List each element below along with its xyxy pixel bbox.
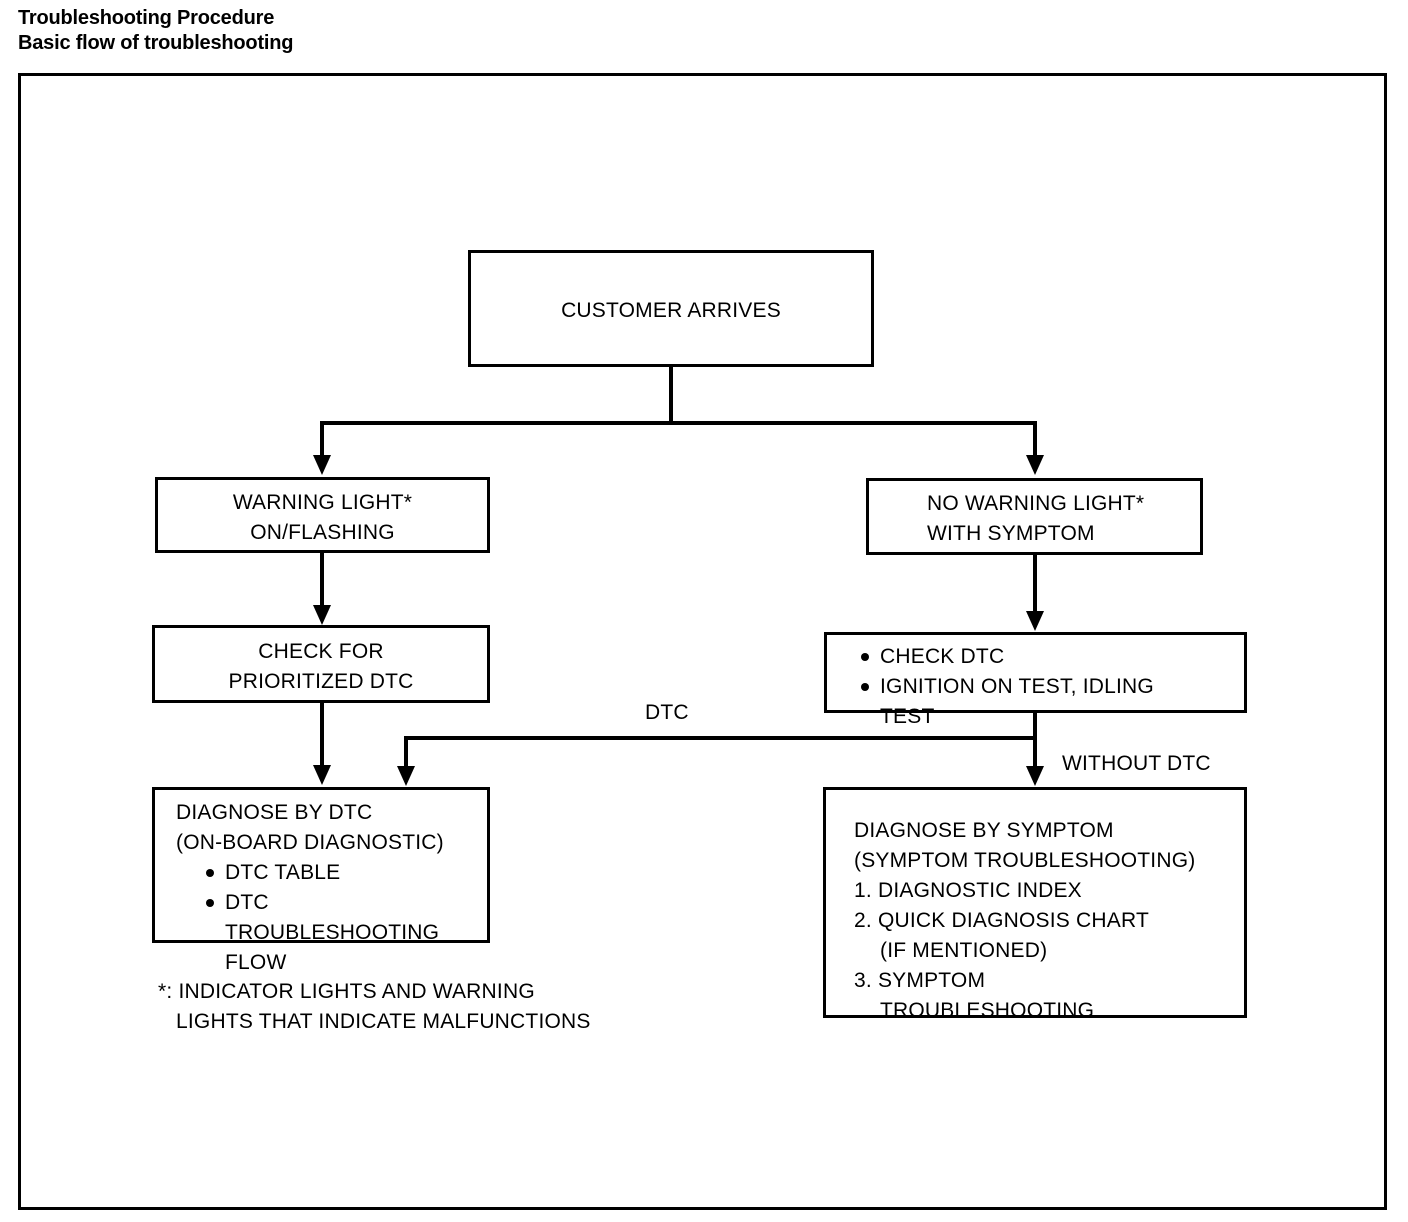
node-customer-arrives-line-1: CUSTOMER ARRIVES bbox=[561, 299, 781, 322]
node-check-prioritized-dtc: CHECK FOR PRIORITIZED DTC bbox=[152, 625, 490, 703]
node-diagnose-by-dtc-bullet-1-text: DTC TABLE bbox=[225, 861, 341, 884]
footnote-line-2: LIGHTS THAT INDICATE MALFUNCTIONS bbox=[176, 1010, 591, 1033]
connector-checkdtc-to-diagnose bbox=[320, 703, 324, 767]
page-title: Troubleshooting Procedure Basic flow of … bbox=[18, 6, 294, 56]
connector-split-left-down bbox=[320, 421, 324, 457]
connector-dtc-branch-horizontal bbox=[404, 736, 1035, 740]
node-no-warning-light: NO WARNING LIGHT* WITH SYMPTOM bbox=[866, 478, 1203, 555]
footnote-indicator-lights: *: INDICATOR LIGHTS AND WARNING LIGHTS T… bbox=[158, 977, 591, 1037]
node-check-prioritized-dtc-line-1: CHECK FOR bbox=[258, 640, 384, 663]
node-check-dtc-continuation: TEST bbox=[880, 705, 935, 728]
arrow-to-check-dtc-tests bbox=[1026, 611, 1044, 631]
page-title-line-2: Basic flow of troubleshooting bbox=[18, 32, 294, 54]
node-check-dtc-bullet-2: IGNITION ON TEST, IDLING bbox=[861, 672, 1244, 702]
connector-split-right-down bbox=[1033, 421, 1037, 457]
node-check-dtc-bullet-1-text: CHECK DTC bbox=[880, 645, 1005, 668]
node-diagnose-by-symptom-item-1-text: DIAGNOSTIC INDEX bbox=[877, 879, 1082, 902]
edge-label-dtc: DTC bbox=[645, 701, 689, 724]
node-no-warning-light-line-2: WITH SYMPTOM bbox=[927, 522, 1095, 545]
bullet-dot-icon bbox=[206, 869, 214, 877]
node-diagnose-by-symptom-item-2: 2. QUICK DIAGNOSIS CHART bbox=[854, 906, 1244, 936]
node-diagnose-by-dtc-continuation-1: TROUBLESHOOTING bbox=[225, 921, 440, 944]
node-diagnose-by-symptom-item-5: TROUBLESHOOTING bbox=[880, 999, 1095, 1022]
node-diagnose-by-symptom-heading-2: (SYMPTOM TROUBLESHOOTING) bbox=[854, 849, 1196, 872]
node-diagnose-by-symptom-item-3: (IF MENTIONED) bbox=[880, 939, 1048, 962]
node-diagnose-by-dtc-heading-1: DIAGNOSE BY DTC bbox=[176, 801, 373, 824]
node-diagnose-by-dtc-bullet-2: DTC bbox=[176, 888, 487, 918]
node-warning-light: WARNING LIGHT* ON/FLASHING bbox=[155, 477, 490, 553]
node-check-dtc-bullet-1: CHECK DTC bbox=[861, 642, 1244, 672]
connector-warning-to-check bbox=[320, 553, 324, 607]
node-diagnose-by-symptom-item-4-num: 3. bbox=[854, 969, 872, 992]
arrow-to-check-prioritized-dtc bbox=[313, 605, 331, 625]
node-diagnose-by-dtc-continuation-2: FLOW bbox=[225, 951, 287, 974]
node-check-dtc-tests: CHECK DTC IGNITION ON TEST, IDLING TEST bbox=[824, 632, 1247, 728]
page-title-line-1: Troubleshooting Procedure bbox=[18, 7, 275, 29]
arrow-to-diagnose-by-symptom bbox=[1026, 766, 1044, 786]
connector-nowarning-to-checkdtc bbox=[1033, 555, 1037, 613]
connector-dtc-branch-down bbox=[404, 736, 408, 768]
node-diagnose-by-dtc-bullet-1: DTC TABLE bbox=[176, 858, 487, 888]
connector-split-horizontal bbox=[320, 421, 1037, 425]
node-warning-light-line-1: WARNING LIGHT* bbox=[232, 491, 413, 514]
connector-customer-down bbox=[669, 367, 673, 423]
arrow-to-no-warning-light bbox=[1026, 455, 1044, 475]
bullet-dot-icon bbox=[861, 683, 869, 691]
node-diagnose-by-symptom-item-4: 3. SYMPTOM bbox=[854, 966, 1244, 996]
arrow-to-diagnose-by-dtc-main bbox=[313, 765, 331, 785]
node-diagnose-by-symptom-heading-1: DIAGNOSE BY SYMPTOM bbox=[854, 819, 1114, 842]
node-warning-light-line-2: ON/FLASHING bbox=[250, 521, 395, 544]
node-diagnose-by-dtc-heading-2: (ON-BOARD DIAGNOSTIC) bbox=[176, 831, 444, 854]
diagram-frame bbox=[18, 73, 1387, 1210]
node-diagnose-by-symptom-item-2-text: QUICK DIAGNOSIS CHART bbox=[877, 909, 1149, 932]
node-diagnose-by-dtc-bullet-2-text: DTC bbox=[225, 891, 269, 914]
arrow-to-warning-light bbox=[313, 455, 331, 475]
node-no-warning-light-line-1: NO WARNING LIGHT* bbox=[927, 492, 1145, 515]
node-diagnose-by-symptom-item-4-text: SYMPTOM bbox=[877, 969, 986, 992]
node-diagnose-by-dtc: DIAGNOSE BY DTC (ON-BOARD DIAGNOSTIC) DT… bbox=[152, 787, 490, 974]
arrow-to-diagnose-by-dtc-branch bbox=[397, 766, 415, 786]
node-diagnose-by-symptom-item-1-num: 1. bbox=[854, 879, 872, 902]
node-check-dtc-bullet-2-text: IGNITION ON TEST, IDLING bbox=[880, 675, 1154, 698]
node-diagnose-by-symptom-item-1: 1. DIAGNOSTIC INDEX bbox=[854, 876, 1244, 906]
node-customer-arrives: CUSTOMER ARRIVES bbox=[468, 250, 874, 367]
edge-label-without-dtc: WITHOUT DTC bbox=[1062, 752, 1211, 775]
node-diagnose-by-symptom-item-2-num: 2. bbox=[854, 909, 872, 932]
footnote-line-1: *: INDICATOR LIGHTS AND WARNING bbox=[158, 980, 535, 1003]
connector-without-dtc-down bbox=[1033, 713, 1037, 769]
node-check-prioritized-dtc-line-2: PRIORITIZED DTC bbox=[228, 670, 414, 693]
node-diagnose-by-symptom: DIAGNOSE BY SYMPTOM (SYMPTOM TROUBLESHOO… bbox=[823, 787, 1247, 1022]
bullet-dot-icon bbox=[206, 899, 214, 907]
bullet-dot-icon bbox=[861, 653, 869, 661]
